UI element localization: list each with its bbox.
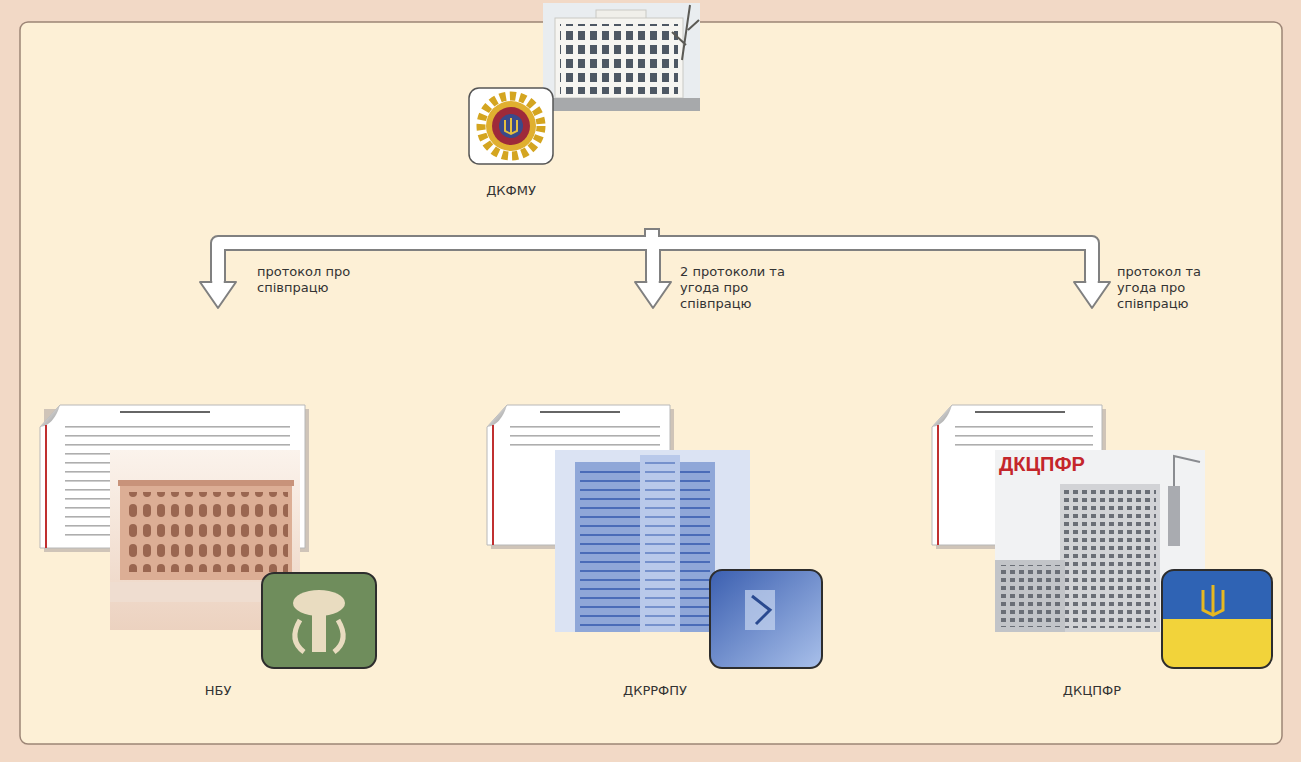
organization-group: ДКФМУ [462, 2, 706, 236]
document-icon [45, 425, 47, 548]
document-icon [937, 425, 939, 545]
emblem [469, 88, 553, 164]
emblem [745, 590, 775, 630]
building-photo [555, 18, 683, 98]
connector-arrow [652, 236, 1092, 282]
document-icon [492, 425, 494, 545]
emblem [492, 107, 530, 145]
arrow-joint [1086, 279, 1098, 286]
panel [20, 22, 1282, 744]
emblem [505, 118, 517, 134]
emblem [469, 88, 553, 164]
building-photo [124, 492, 288, 572]
emblem [1203, 585, 1223, 615]
agreement-label: протокол та угода про співпрацю [1117, 264, 1235, 312]
building-photo [560, 24, 678, 94]
building-photo [645, 462, 675, 627]
emblem [710, 570, 822, 668]
organization-label: НБУ [205, 683, 232, 699]
connector-fill [218, 236, 1092, 282]
organization-group: НБУ [35, 308, 385, 706]
building-photo [1060, 484, 1160, 632]
agreement-label: протокол про співпрацю [257, 264, 375, 296]
building-photo [118, 480, 294, 486]
building-photo [543, 3, 700, 111]
emblem [1162, 570, 1272, 668]
building-photo [1064, 490, 1156, 628]
building-photo [543, 98, 700, 111]
document-icon [40, 405, 60, 427]
connector-arrow [218, 236, 652, 282]
arrow-joint [218, 279, 1092, 286]
arrow-joint [647, 279, 659, 286]
emblem [752, 596, 770, 624]
agreement-label: 2 протоколи та угода про співпрацю [680, 264, 798, 312]
emblem [312, 600, 326, 652]
arrow-joint [212, 279, 224, 286]
emblem [1162, 570, 1272, 668]
building-photo [575, 462, 715, 632]
building-photo [543, 3, 700, 111]
connector-arrow [652, 236, 1092, 282]
document-icon [510, 420, 660, 448]
building-photo [1168, 486, 1180, 546]
building-photo [640, 455, 680, 632]
emblem [481, 96, 541, 156]
building-photo [1174, 456, 1200, 486]
building-photo [120, 485, 292, 580]
building-photo [998, 565, 1062, 627]
document-icon [932, 405, 952, 427]
connector-arrow [218, 236, 652, 282]
document-icon [955, 420, 1093, 448]
emblem [262, 573, 376, 668]
document-icon [540, 411, 620, 413]
organization-group: ДКЦПФР [928, 308, 1278, 706]
document-icon [487, 405, 507, 427]
emblem [262, 573, 376, 668]
organization-label: ДКФМУ [486, 183, 536, 199]
emblem [710, 570, 822, 668]
emblem [486, 101, 536, 151]
building-photo [672, 5, 699, 60]
emblem [1162, 570, 1272, 619]
document-icon [120, 411, 210, 413]
document-icon [975, 411, 1065, 413]
building-photo [995, 560, 1065, 632]
organization-label: ДКЦПФР [1063, 683, 1121, 699]
organization-label: ДКРРФПУ [623, 683, 687, 699]
emblem [1162, 570, 1272, 668]
organization-group: ДКРРФПУ [483, 308, 828, 706]
photo-caption: ДКЦПФР [999, 453, 1085, 476]
emblem [1162, 619, 1272, 668]
emblem [499, 114, 523, 138]
emblem [295, 620, 343, 652]
connector-outline [218, 236, 1092, 282]
